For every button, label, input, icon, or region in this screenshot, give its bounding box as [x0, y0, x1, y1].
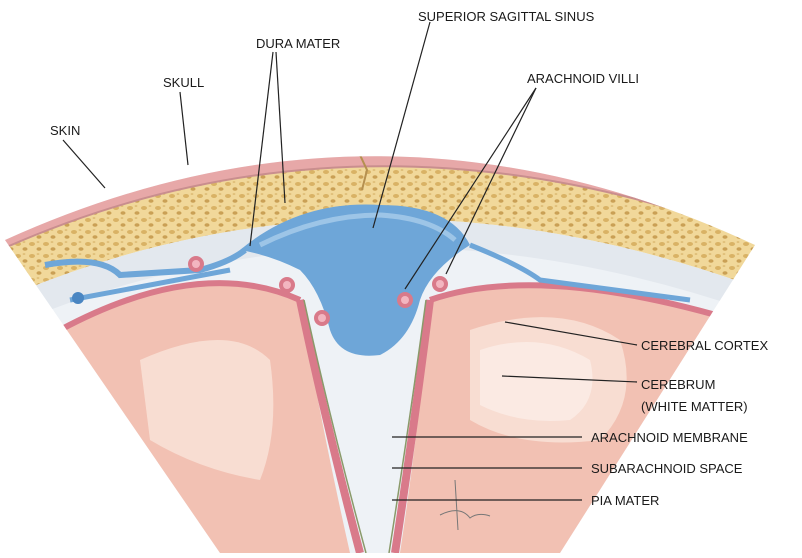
label-cerebral-cortex: CEREBRAL CORTEX	[641, 338, 768, 353]
label-superior-sagittal-sinus: SUPERIOR SAGITTAL SINUS	[418, 9, 595, 24]
label-skull: SKULL	[163, 75, 204, 90]
label-pia-mater: PIA MATER	[591, 493, 659, 508]
label-skin: SKIN	[50, 123, 80, 138]
label-cerebrum: CEREBRUM	[641, 377, 715, 392]
label-arachnoid-membrane: ARACHNOID MEMBRANE	[591, 430, 748, 445]
label-arachnoid-villi: ARACHNOID VILLI	[527, 71, 639, 86]
right-white-core	[480, 342, 593, 421]
label-white-matter: (WHITE MATTER)	[641, 399, 748, 414]
label-subarachnoid-space: SUBARACHNOID SPACE	[591, 461, 743, 476]
label-dura-mater: DURA MATER	[256, 36, 340, 51]
